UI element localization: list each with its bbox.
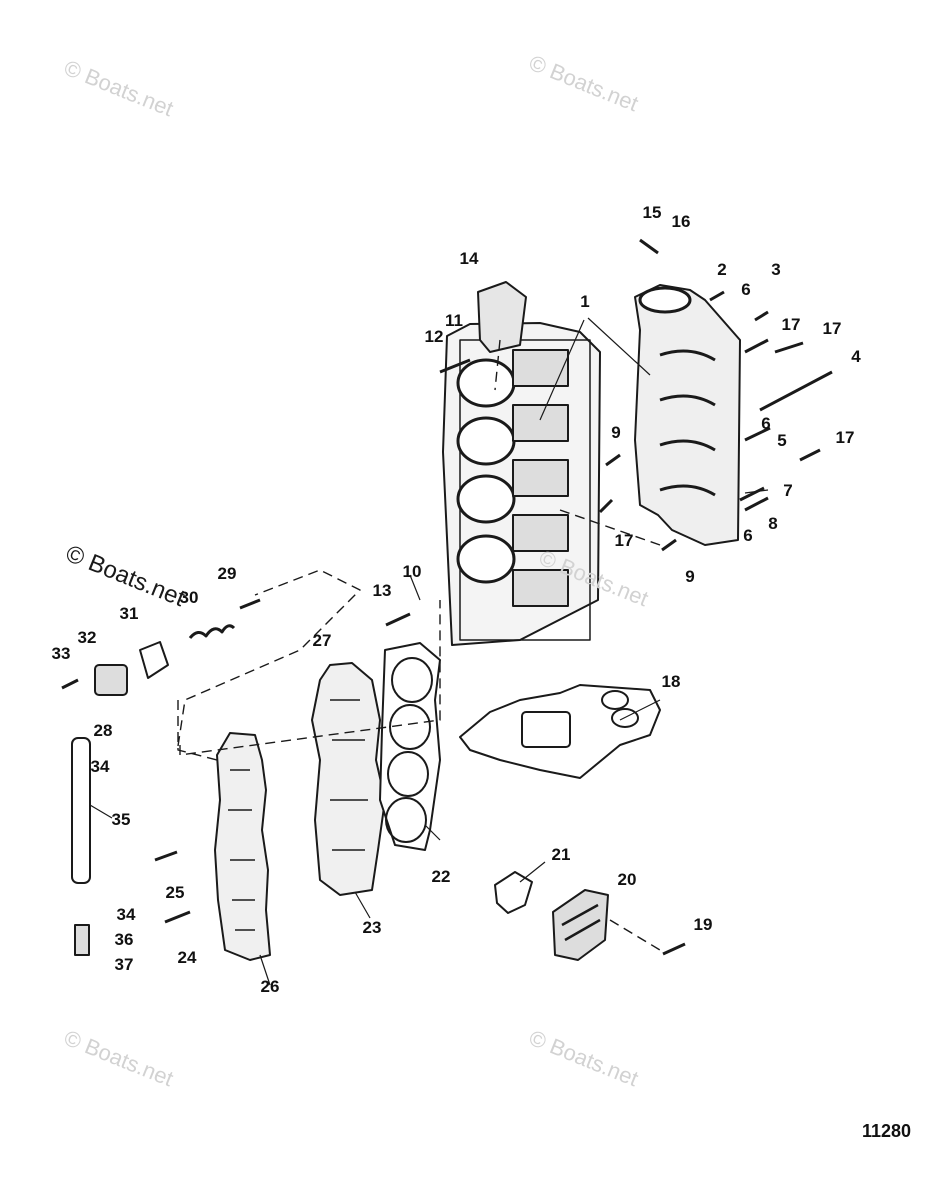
exhaust-cover (214, 732, 271, 961)
callout-17: 17 (822, 319, 842, 338)
callout-26: 26 (260, 977, 280, 996)
water-hose (71, 737, 91, 884)
callout-17: 17 (614, 531, 634, 550)
callout-11: 11 (445, 311, 463, 330)
callout-10: 10 (402, 562, 422, 581)
callout-18: 18 (661, 672, 681, 691)
callout-33: 33 (51, 644, 71, 663)
hose-fitting (74, 924, 90, 956)
guide-lines (177, 339, 661, 951)
callout-4: 4 (851, 347, 861, 366)
bolts (61, 238, 833, 956)
leader-lines (89, 317, 769, 986)
callout-17: 17 (781, 315, 801, 334)
reed-gasket (494, 871, 533, 914)
callout-7: 7 (783, 481, 793, 500)
callout-8: 8 (768, 514, 778, 533)
callout-17: 17 (835, 428, 855, 447)
callout-23: 23 (362, 918, 382, 937)
callout-16: 16 (671, 212, 691, 231)
callout-27: 27 (312, 631, 332, 650)
callout-12: 12 (424, 327, 444, 346)
callout-5: 5 (777, 431, 787, 450)
base-gasket (459, 684, 661, 779)
callout-15: 15 (642, 203, 662, 222)
callout-1: 1 (580, 292, 590, 311)
valve-box (477, 281, 527, 353)
figure-number: 11280 (861, 1121, 911, 1141)
callout-9: 9 (685, 567, 695, 586)
reed-block (552, 889, 609, 961)
callout-36: 36 (114, 930, 134, 949)
callout-29: 29 (217, 564, 237, 583)
callout-3: 3 (771, 260, 781, 279)
callout-34: 34 (90, 757, 110, 776)
callout-22: 22 (431, 867, 451, 886)
thermostat-cover (94, 664, 128, 696)
callout-35: 35 (111, 810, 131, 829)
cylinder-block (442, 322, 601, 646)
callout-6: 6 (743, 526, 753, 545)
exhaust-inner-plate (311, 662, 386, 896)
callout-34: 34 (116, 905, 136, 924)
crankcase-cover (634, 284, 741, 546)
callout-13: 13 (372, 581, 392, 600)
callout-6: 6 (761, 414, 771, 433)
callout-37: 37 (114, 955, 134, 974)
callout-28: 28 (93, 721, 113, 740)
head-gasket (379, 642, 441, 851)
poppet-spring (188, 624, 236, 639)
callout-21: 21 (551, 845, 571, 864)
callout-2: 2 (717, 260, 727, 279)
callout-20: 20 (617, 870, 637, 889)
callout-19: 19 (693, 915, 713, 934)
thermostat-gasket (139, 641, 169, 679)
callout-32: 32 (77, 628, 97, 647)
callout-31: 31 (119, 604, 139, 623)
callout-14: 14 (459, 249, 479, 268)
callout-24: 24 (177, 948, 197, 967)
callout-25: 25 (165, 883, 185, 902)
callout-6: 6 (741, 280, 751, 299)
callout-30: 30 (179, 588, 199, 607)
callout-9: 9 (611, 423, 621, 442)
